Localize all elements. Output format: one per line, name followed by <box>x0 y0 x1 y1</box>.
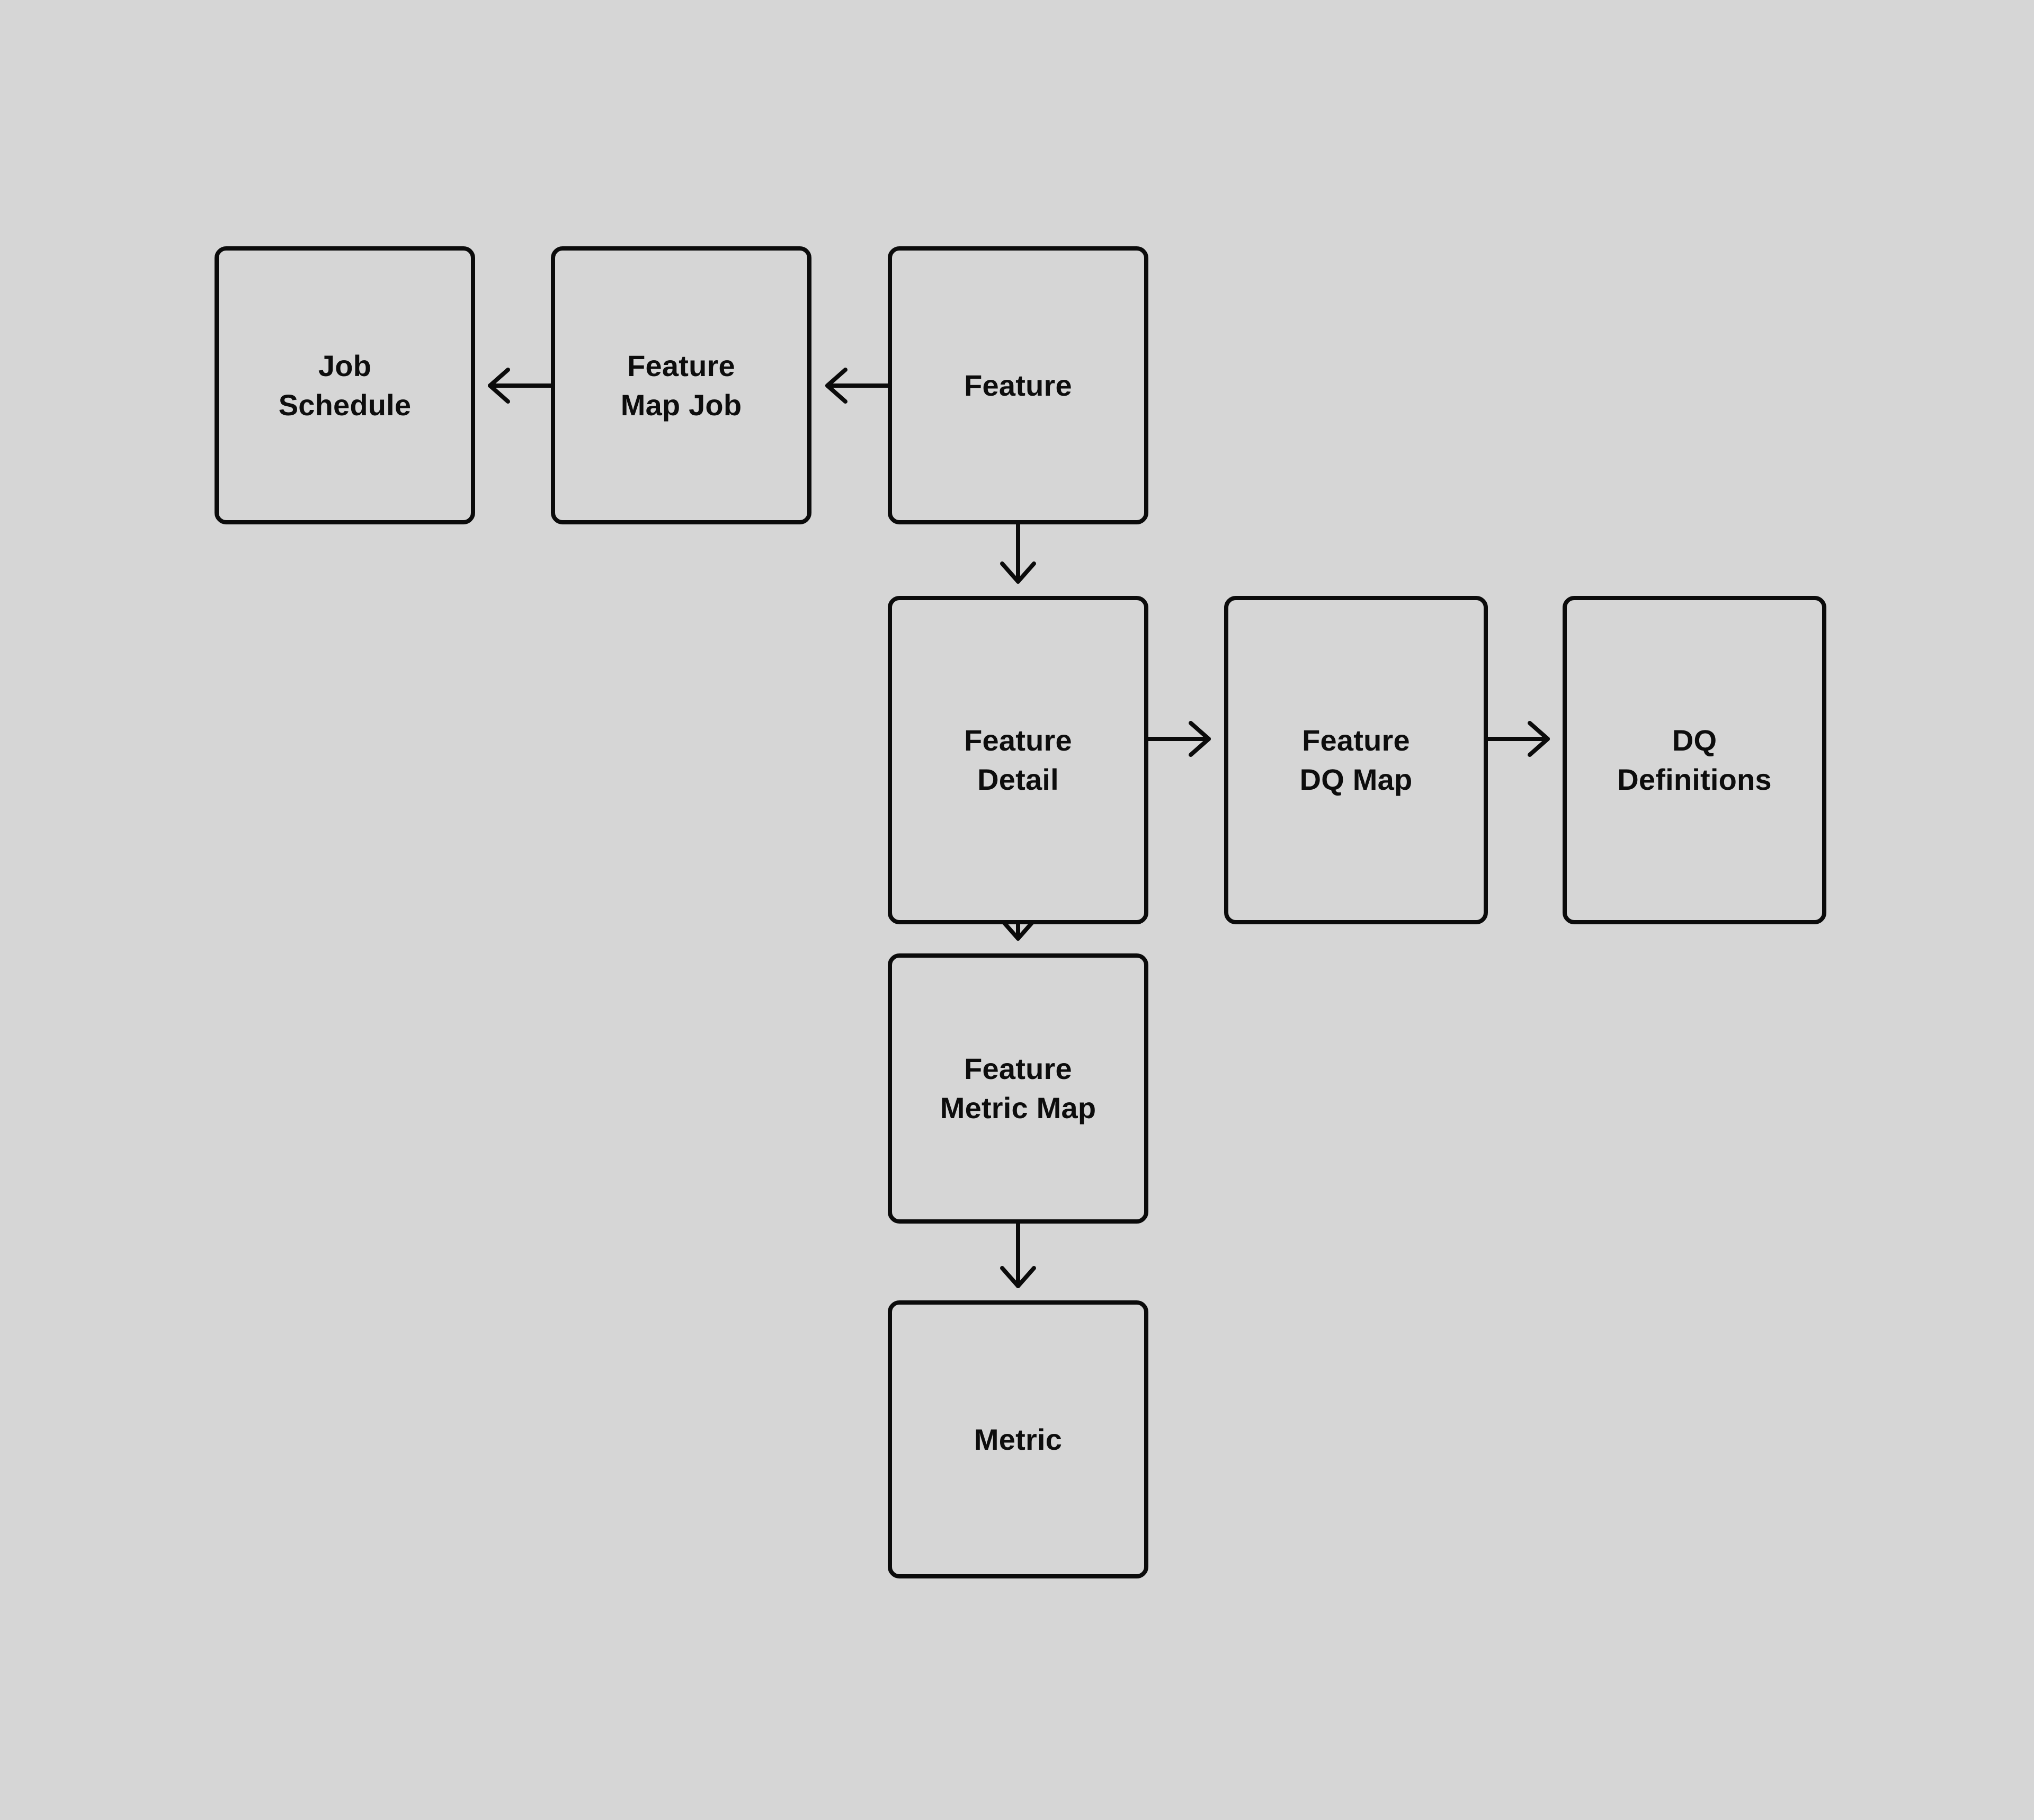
node-label-dq_definitions: DQ Definitions <box>1617 724 1772 796</box>
node-label-job_schedule: Job Schedule <box>278 349 412 422</box>
edge-e5-feature_dq_map-to-dq_definitions <box>1486 721 1550 757</box>
node-label-feature: Feature <box>964 368 1072 402</box>
edge-e7-feature_metric_map-to-metric <box>1000 1221 1036 1288</box>
arrowhead-icon <box>1528 721 1550 757</box>
arrowhead-icon <box>488 368 510 404</box>
node-label-feature_metric_map: Feature Metric Map <box>940 1052 1096 1125</box>
edge-e4-feature_detail-to-feature_dq_map <box>1146 721 1211 757</box>
node-dq_definitions[interactable]: DQ Definitions <box>1563 596 1826 924</box>
arrowhead-icon <box>825 368 848 404</box>
node-label-feature_detail: Feature Detail <box>964 724 1072 796</box>
node-feature_metric_map[interactable]: Feature Metric Map <box>888 953 1148 1224</box>
edge-e2-feature-to-feature_map_job <box>825 368 890 404</box>
node-metric[interactable]: Metric <box>888 1300 1148 1578</box>
edge-e1-feature_map_job-to-job_schedule <box>488 368 553 404</box>
node-label-feature_dq_map: Feature DQ Map <box>1299 724 1413 796</box>
node-label-metric: Metric <box>974 1422 1063 1456</box>
edge-e3-feature-to-feature_detail <box>1000 522 1036 584</box>
node-job_schedule[interactable]: Job Schedule <box>215 246 475 524</box>
arrowhead-icon <box>1000 1266 1036 1288</box>
node-feature_map_job[interactable]: Feature Map Job <box>551 246 811 524</box>
arrowhead-icon <box>1189 721 1211 757</box>
node-feature_dq_map[interactable]: Feature DQ Map <box>1224 596 1488 924</box>
arrowhead-icon <box>1000 561 1036 584</box>
node-label-feature_map_job: Feature Map Job <box>620 349 742 422</box>
node-feature[interactable]: Feature <box>888 246 1148 524</box>
node-feature_detail[interactable]: Feature Detail <box>888 596 1148 924</box>
